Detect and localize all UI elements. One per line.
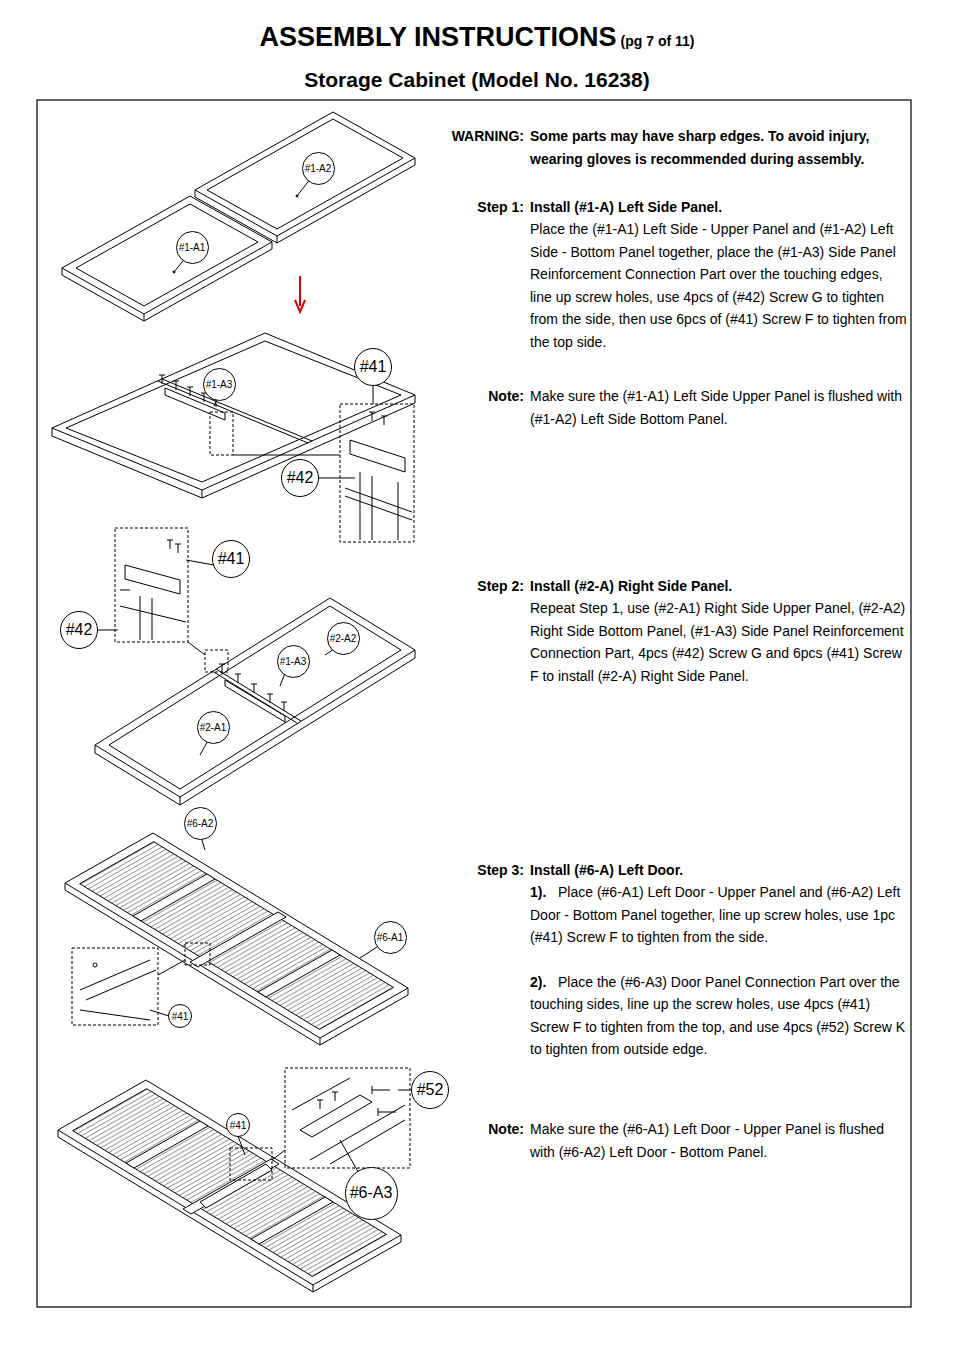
- instruction-text: Place the (#1-A1) Left Side - Upper Pane…: [530, 218, 908, 353]
- part-callout: #1-A1: [176, 231, 209, 264]
- callout-number: #2-A1: [200, 722, 227, 733]
- part-callout: #52: [411, 1071, 449, 1109]
- part-callout: #1-A3: [203, 368, 236, 401]
- callout-number: #1-A2: [305, 163, 332, 174]
- part-callout: #41: [212, 540, 250, 578]
- title-text: ASSEMBLY INSTRUCTIONS: [260, 22, 617, 52]
- step-label: Step 2:: [420, 575, 524, 598]
- instruction-text: Install (#6-A) Left Door.: [530, 859, 908, 882]
- instruction-text: Install (#2-A) Right Side Panel.: [530, 575, 908, 598]
- subtitle-text: Storage Cabinet (Model No. 16238): [304, 68, 649, 91]
- part-callout: #2-A1: [197, 711, 230, 744]
- page-title: ASSEMBLY INSTRUCTIONS(pg 7 of 11): [0, 22, 954, 53]
- step-label: Note:: [420, 385, 524, 408]
- part-callout: #42: [60, 611, 98, 649]
- instruction-text: Make sure the (#1-A1) Left Side Upper Pa…: [530, 385, 908, 430]
- instruction-text: Repeat Step 1, use (#2-A1) Right Side Up…: [530, 597, 908, 687]
- part-callout: #1-A2: [302, 152, 335, 185]
- part-callout: #6-A1: [374, 921, 407, 954]
- callout-number: #41: [218, 550, 245, 568]
- callout-number: #2-A2: [330, 633, 357, 644]
- callout-number: #1-A1: [179, 242, 206, 253]
- page-subtitle: Storage Cabinet (Model No. 16238): [0, 68, 954, 92]
- part-callout: #1-A3: [277, 645, 310, 678]
- instruction-text: Place (#6-A1) Left Door - Upper Panel an…: [530, 881, 908, 949]
- callout-number: #6-A2: [187, 818, 214, 829]
- callout-number: #6-A1: [377, 932, 404, 943]
- part-callout: #41: [354, 348, 392, 386]
- callout-number: #42: [287, 469, 314, 487]
- part-callout: #41: [226, 1113, 250, 1137]
- callout-number: #41: [172, 1011, 189, 1022]
- callout-number: #1-A3: [206, 379, 233, 390]
- part-callout: #6-A3: [345, 1167, 398, 1220]
- instruction-text: Make sure the (#6-A1) Left Door - Upper …: [530, 1118, 908, 1163]
- part-callout: #42: [281, 459, 319, 497]
- step-label: Note:: [420, 1118, 524, 1141]
- callout-number: #1-A3: [280, 656, 307, 667]
- instruction-text: Place the (#6-A3) Door Panel Connection …: [530, 971, 908, 1061]
- step-label: Step 1:: [420, 196, 524, 219]
- page-number: (pg 7 of 11): [621, 33, 695, 49]
- callout-number: #52: [417, 1081, 444, 1099]
- callout-number: #41: [230, 1120, 247, 1131]
- part-callout: #41: [168, 1004, 192, 1028]
- instruction-text: Some parts may have sharp edges. To avoi…: [530, 125, 908, 170]
- part-callout: #6-A2: [184, 807, 217, 840]
- callout-number: #42: [66, 621, 93, 639]
- part-callout: #2-A2: [327, 622, 360, 655]
- step-label: Step 3:: [420, 859, 524, 882]
- step-label: WARNING:: [420, 125, 524, 148]
- instruction-text: Install (#1-A) Left Side Panel.: [530, 196, 908, 219]
- callout-number: #41: [360, 358, 387, 376]
- callout-number: #6-A3: [350, 1184, 393, 1202]
